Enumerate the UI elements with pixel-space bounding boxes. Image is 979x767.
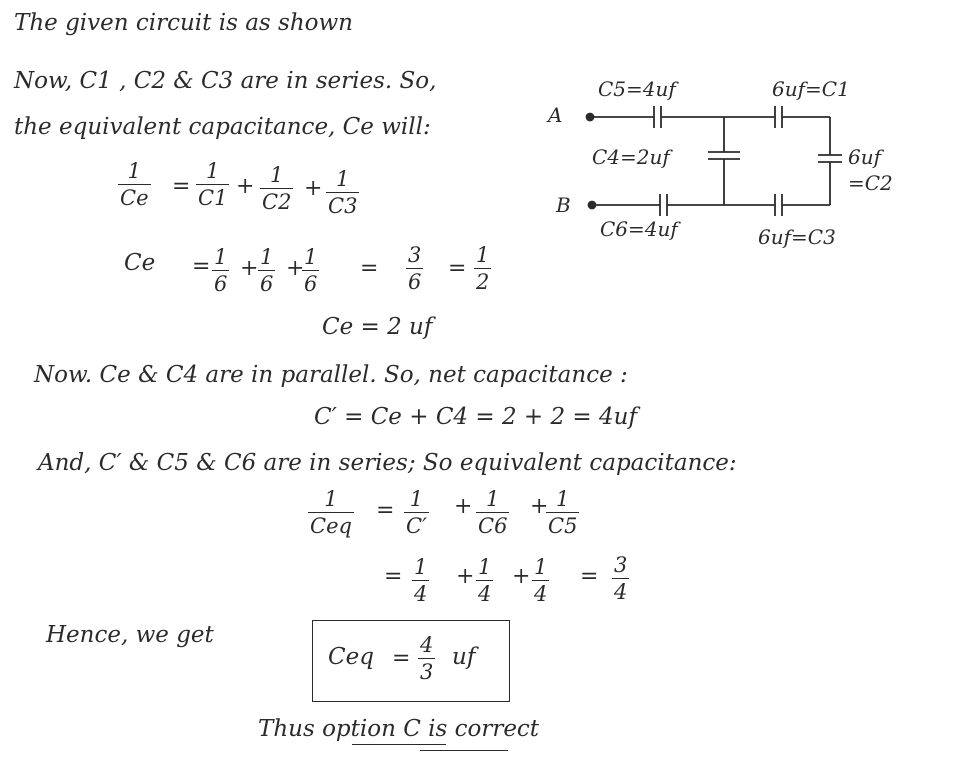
c2-label-bottom: =C2 <box>848 171 893 195</box>
intro-line-1: The given circuit is as shown <box>14 10 353 36</box>
equals-sign: = <box>376 498 395 523</box>
ceq-symbol: Ceq <box>328 644 374 670</box>
plus-sign: + <box>456 564 475 589</box>
plus-sign: + <box>530 494 549 519</box>
unit-label: uf <box>452 644 476 670</box>
series-statement: And, C′ & C5 & C6 are in series; So equi… <box>38 450 737 476</box>
equals-sign: = <box>360 256 379 281</box>
equals-sign: = <box>448 256 467 281</box>
equals-sign: = <box>580 564 599 589</box>
final-answer-box <box>312 620 510 702</box>
ce-symbol: Ce <box>124 250 156 276</box>
equals-sign: = <box>384 564 403 589</box>
intro-line-2: Now, C1 , C2 & C3 are in series. So, <box>14 68 437 94</box>
intro-line-3: the equivalent capacitance, Ce will: <box>14 114 431 140</box>
net-capacitance-equation: C′ = Ce + C4 = 2 + 2 = 4uf <box>314 404 637 430</box>
c6-label: C6=4uf <box>600 217 681 241</box>
hence-label: Hence, we get <box>46 622 214 648</box>
c5-label: C5=4uf <box>598 77 679 101</box>
c3-label: 6uf=C3 <box>758 225 836 249</box>
equals-sign: = <box>172 174 191 199</box>
plus-sign: + <box>304 176 323 201</box>
node-b-terminal <box>587 200 597 210</box>
node-b-label: B <box>555 193 571 217</box>
plus-sign: + <box>286 256 305 281</box>
parallel-statement: Now. Ce & C4 are in parallel. So, net ca… <box>34 362 628 388</box>
c2-label-top: 6uf <box>848 145 885 169</box>
conclusion-text: Thus option C is correct <box>258 716 540 742</box>
plus-sign: + <box>236 174 255 199</box>
node-a-label: A <box>546 103 562 127</box>
underline <box>352 744 446 745</box>
equals-sign: = <box>392 646 411 671</box>
ce-result: Ce = 2 uf <box>322 314 433 340</box>
equals-sign: = <box>192 254 211 279</box>
c1-label: 6uf=C1 <box>772 77 850 101</box>
plus-sign: + <box>454 494 473 519</box>
underline <box>420 750 508 751</box>
c4-label: C4=2uf <box>592 145 673 169</box>
plus-sign: + <box>512 564 531 589</box>
plus-sign: + <box>240 256 259 281</box>
node-a-terminal <box>585 112 595 122</box>
